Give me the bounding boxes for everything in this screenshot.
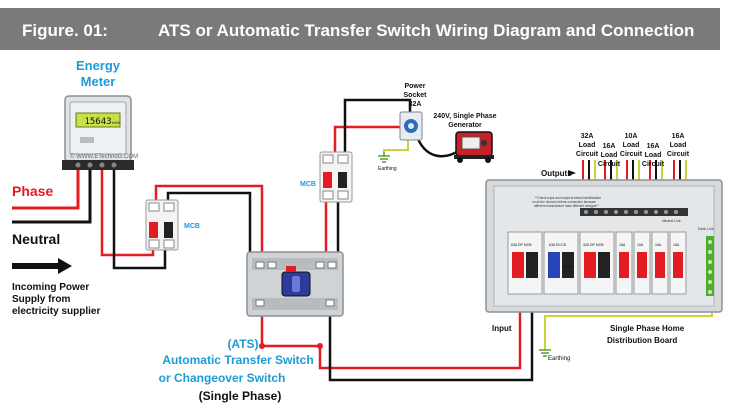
ats-label-1: (ATS) xyxy=(227,337,258,351)
junction-dot-2 xyxy=(317,343,323,349)
earth-link-bar xyxy=(706,236,714,296)
incoming-arrow-icon xyxy=(12,258,72,274)
db-earthing-label: Earthing xyxy=(548,356,570,362)
circuit-4-line2: Load xyxy=(645,152,662,159)
circuit-4-rating: 16A xyxy=(647,143,660,150)
circuit-1-line2: Load xyxy=(579,142,596,149)
load-circuit-labels: 32A Load Circuit 16A Load Circuit 10A Lo… xyxy=(576,133,690,168)
socket-neutral-wire xyxy=(343,98,412,152)
neutral-link-label: Neutral Link xyxy=(662,219,681,223)
ats-out-neutral-wire xyxy=(328,306,534,382)
main-mcb-label: MCB xyxy=(184,223,200,230)
db-name-line2: Distribution Board xyxy=(607,336,677,345)
circuit-3-rating: 10A xyxy=(625,133,638,140)
energy-meter-label-2: Meter xyxy=(81,74,116,89)
main-mcb xyxy=(145,199,179,251)
circuit-5-line2: Load xyxy=(670,142,687,149)
meter-phase-out-wire xyxy=(100,160,155,257)
socket-earth-icon xyxy=(378,152,390,163)
neutral-link-bar xyxy=(580,208,688,216)
ats-label-2: Automatic Transfer Switch xyxy=(162,353,313,367)
ats-unit xyxy=(246,251,344,317)
energy-meter-label-1: Energy xyxy=(76,58,121,73)
circuit-3-line3: Circuit xyxy=(620,151,643,158)
phase-label: Phase xyxy=(12,183,53,199)
incoming-label-2: Supply from xyxy=(12,294,70,305)
incoming-label-1: Incoming Power xyxy=(12,282,89,293)
db-mcb-b-label: 10A xyxy=(637,243,644,247)
energy-meter: 15643 kWh xyxy=(62,95,134,170)
incoming-neutral-wire xyxy=(12,160,92,224)
meter-watermark: © WWW.ETechnoG.COM xyxy=(70,153,138,160)
circuit-5-line3: Circuit xyxy=(667,151,690,158)
socket-label-2: Socket xyxy=(404,92,428,99)
socket-phase-wire xyxy=(333,125,404,152)
circuit-4-line3: Circuit xyxy=(642,161,665,168)
outputs-label: Outputs xyxy=(541,169,572,178)
circuit-2-line3: Circuit xyxy=(598,161,621,168)
circuit-2-rating: 16A xyxy=(603,143,616,150)
circuit-5-rating: 16A xyxy=(672,133,685,140)
meter-led xyxy=(80,137,94,143)
circuit-1-rating: 32A xyxy=(581,133,594,140)
generator-cable xyxy=(414,133,461,158)
db-note-line1: **Check input and output terminal identi… xyxy=(535,196,601,200)
page-title: ATS or Automatic Transfer Switch Wiring … xyxy=(158,21,694,40)
db-32a-mcb-label: 32A DP MCB xyxy=(583,243,604,247)
meter-neutral-out-wire xyxy=(112,160,167,270)
db-breakers xyxy=(507,231,687,295)
power-socket xyxy=(399,111,423,141)
ats-label-4: (Single Phase) xyxy=(199,389,282,403)
ats-out-phase-wire xyxy=(260,306,522,370)
neutral-label: Neutral xyxy=(12,231,60,247)
socket-label-3: 32A xyxy=(409,101,422,108)
input-label: Input xyxy=(492,324,512,333)
incoming-phase-wire xyxy=(12,160,80,210)
db-main-mcb-label: 63A DP MCB xyxy=(511,243,532,247)
db-earth-icon xyxy=(539,349,551,357)
earth-link-label: Earth Link xyxy=(698,227,714,231)
socket-label-1: Power xyxy=(404,83,425,90)
db-note-line2: on all the devices before connection bec… xyxy=(532,200,596,204)
socket-earthing-label: Earthing xyxy=(378,166,397,172)
incoming-label-3: electricity supplier xyxy=(12,306,100,317)
generator-mcb xyxy=(319,151,353,203)
ats-label-3: or Changeover Switch xyxy=(159,371,286,385)
socket-earth-wire xyxy=(383,140,409,152)
db-note-line3: different manufacture have different des… xyxy=(534,204,599,208)
meter-reading: 15643 xyxy=(84,117,111,127)
db-rccb-label: 63A RCCB xyxy=(549,243,567,247)
generator-icon xyxy=(454,131,494,163)
generator-label-1: 240V, Single Phase xyxy=(433,113,496,120)
db-name-line1: Single Phase Home xyxy=(610,324,685,333)
mcb-to-ats-phase-wire xyxy=(154,184,264,268)
mcb-to-ats-neutral-wire xyxy=(166,191,252,266)
circuit-2-line2: Load xyxy=(601,152,618,159)
generator-mcb-label: MCB xyxy=(300,181,316,188)
outputs-arrow-icon xyxy=(568,170,576,176)
header-bar xyxy=(0,8,720,50)
meter-unit: kWh xyxy=(112,120,120,125)
db-mcb-c-label: 16A xyxy=(655,243,662,247)
circuit-3-line2: Load xyxy=(623,142,640,149)
generator-label-2: Generator xyxy=(448,122,482,129)
db-mcb-a-label: 16A xyxy=(619,243,626,247)
db-mcb-d-label: 16A xyxy=(673,243,680,247)
meter-display xyxy=(75,112,121,128)
meter-terminal-block xyxy=(62,160,134,170)
circuit-1-line3: Circuit xyxy=(576,151,599,158)
junction-dot-1 xyxy=(259,343,265,349)
figure-label: Figure. 01: xyxy=(22,21,108,40)
db-rccb-rating: 30mA xyxy=(563,265,573,269)
